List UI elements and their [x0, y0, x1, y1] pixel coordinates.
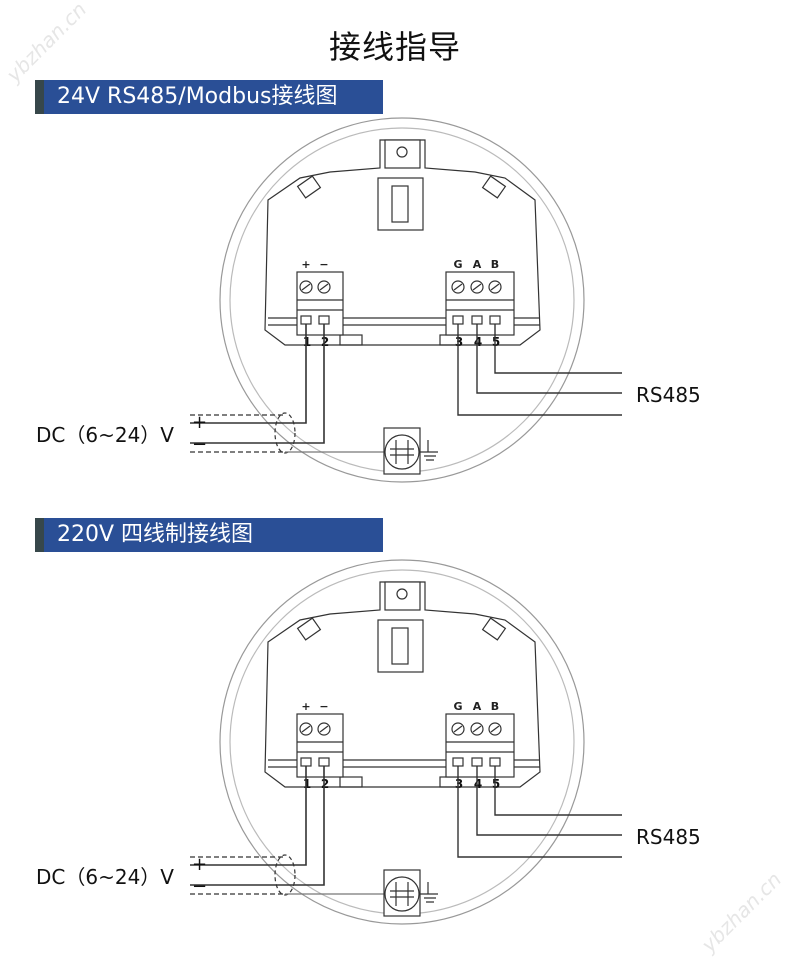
- terminal-number: 5: [492, 335, 500, 349]
- screw-icon: [451, 722, 465, 736]
- mounting-hole: [396, 588, 408, 600]
- connector-pins: [391, 185, 409, 223]
- screw-icon: [488, 722, 502, 736]
- section-heading-rs485: 24V RS485/Modbus接线图: [35, 80, 383, 114]
- ground-symbol-icon: [420, 440, 438, 461]
- wire-minus: [190, 324, 325, 444]
- shield-loop: [274, 412, 296, 454]
- terminal-number: 4: [474, 335, 482, 349]
- wire-plus: [190, 766, 307, 866]
- screw-slot: [319, 725, 329, 733]
- plus-sign: +: [192, 412, 207, 433]
- bus-label: RS485: [636, 383, 701, 407]
- screw-icon: [451, 280, 465, 294]
- board-notch: [339, 334, 363, 346]
- terminal-label: +: [301, 258, 310, 271]
- terminal-label: A: [473, 700, 482, 713]
- terminal-label: +: [301, 700, 310, 713]
- clip-latch: [481, 617, 507, 641]
- screw-slot: [319, 283, 329, 291]
- terminal-number: 2: [321, 335, 329, 349]
- wire-g: [457, 766, 622, 858]
- screw-slot: [490, 283, 500, 291]
- terminal-number: 1: [303, 777, 311, 791]
- screw-slot: [453, 725, 463, 733]
- ground-screw-cross: [390, 882, 414, 906]
- minus-sign: −: [192, 434, 207, 455]
- terminal-label: B: [491, 258, 499, 271]
- housing-inner-ring: [229, 127, 575, 473]
- ground-screw-icon: [384, 876, 420, 912]
- bus-label: RS485: [636, 825, 701, 849]
- terminal-label: −: [319, 258, 328, 271]
- mounting-tab: [384, 581, 421, 611]
- housing-outer-ring: [219, 117, 585, 483]
- wire-g: [457, 324, 622, 416]
- screw-slot: [490, 725, 500, 733]
- screw-slot: [472, 283, 482, 291]
- screw-slot: [301, 725, 311, 733]
- terminal-number: 1: [303, 335, 311, 349]
- board-notch: [339, 776, 363, 788]
- shield-loop: [274, 854, 296, 896]
- ground-screw-icon: [384, 434, 420, 470]
- section-heading-220v: 220V 四线制接线图: [35, 518, 383, 552]
- screw-slot: [472, 725, 482, 733]
- connector-pins: [391, 627, 409, 665]
- terminal-number: 5: [492, 777, 500, 791]
- housing-outer-ring: [219, 559, 585, 925]
- terminal-number: 3: [455, 777, 463, 791]
- module-board: [264, 581, 541, 788]
- clip-latch: [481, 175, 507, 199]
- connector-socket: [377, 619, 424, 673]
- screw-slot: [301, 283, 311, 291]
- terminal-label: A: [473, 258, 482, 271]
- ground-symbol-icon: [420, 882, 438, 903]
- mounting-tab: [384, 139, 421, 169]
- wire-a: [476, 324, 622, 394]
- wire-plus: [190, 324, 307, 424]
- screw-icon: [488, 280, 502, 294]
- screw-icon: [317, 722, 331, 736]
- wire-b: [494, 324, 622, 374]
- clip-latch: [296, 617, 322, 641]
- screw-icon: [470, 280, 484, 294]
- ground-screw-box: [383, 869, 421, 917]
- screw-icon: [299, 722, 313, 736]
- screw-slot: [453, 283, 463, 291]
- module-board: [264, 139, 541, 346]
- plus-sign: +: [192, 854, 207, 875]
- clip-latch: [296, 175, 322, 199]
- connector-socket: [377, 177, 424, 231]
- page-title: 接线指导: [328, 28, 461, 66]
- terminal-label: B: [491, 700, 499, 713]
- terminal-label: −: [319, 700, 328, 713]
- wire-b: [494, 766, 622, 816]
- power-label: DC（6~24）V: [36, 865, 174, 889]
- terminal-number: 2: [321, 777, 329, 791]
- wire-minus: [190, 766, 325, 886]
- ground-screw-box: [383, 427, 421, 475]
- mounting-hole: [396, 146, 408, 158]
- screw-icon: [317, 280, 331, 294]
- screw-icon: [299, 280, 313, 294]
- housing-inner-ring: [229, 569, 575, 915]
- screw-icon: [470, 722, 484, 736]
- ground-screw-cross: [390, 440, 414, 464]
- wire-a: [476, 766, 622, 836]
- terminal-label: G: [453, 258, 462, 271]
- terminal-number: 3: [455, 335, 463, 349]
- terminal-number: 4: [474, 777, 482, 791]
- minus-sign: −: [192, 876, 207, 897]
- power-label: DC（6~24）V: [36, 423, 174, 447]
- terminal-label: G: [453, 700, 462, 713]
